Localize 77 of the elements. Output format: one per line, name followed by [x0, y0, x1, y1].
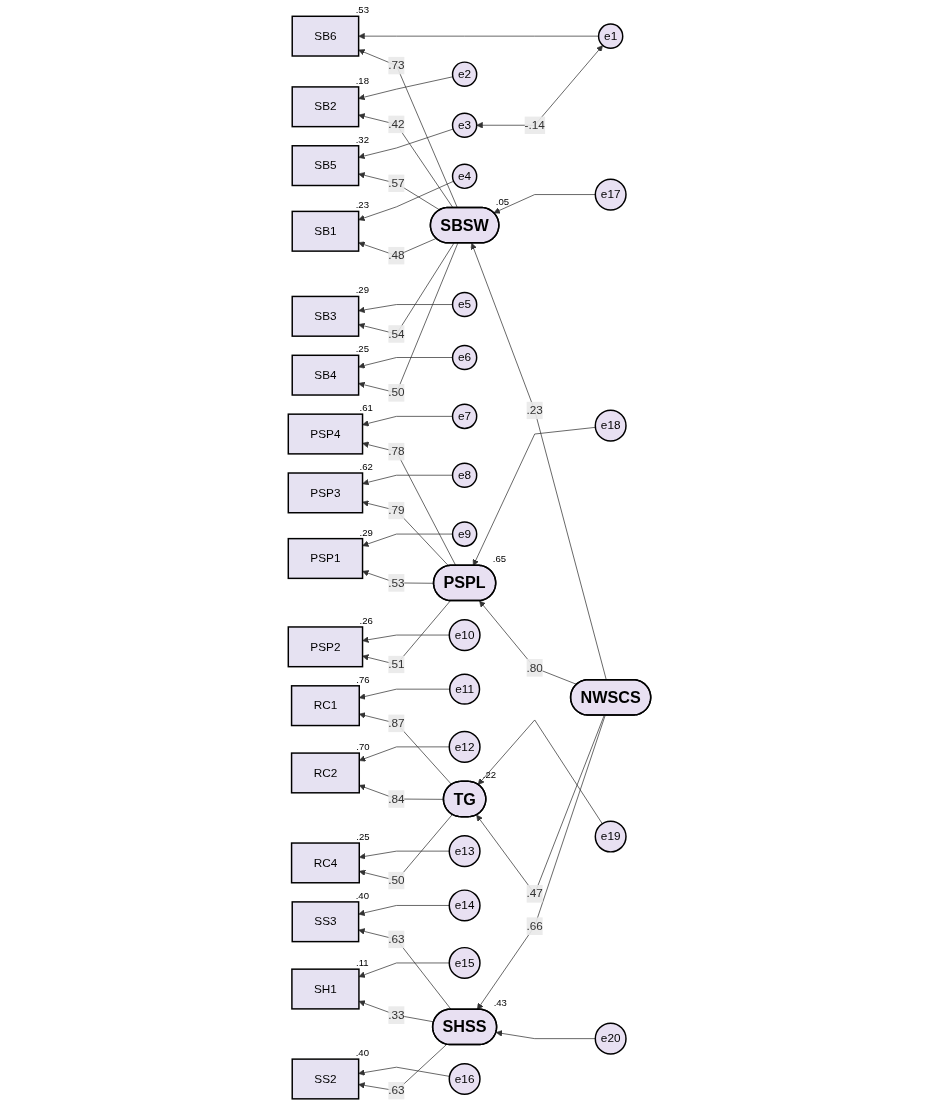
node-box: SB6	[291, 15, 360, 57]
node-circle: e5	[451, 291, 478, 318]
node-box: PSP4	[287, 413, 364, 455]
edge-label: .42	[388, 117, 405, 131]
edge-label: .79	[388, 503, 405, 517]
node-circle: e13	[448, 835, 481, 868]
node-circle: e1	[597, 23, 624, 49]
edge-label: .53	[388, 576, 405, 589]
edge-label: .87	[388, 716, 405, 730]
node-box: SB3	[291, 295, 360, 337]
r-squared-value: .05	[495, 195, 510, 207]
r-squared-value: .40	[355, 889, 369, 901]
edge-label: .63	[388, 1084, 405, 1097]
node-box: PSP3	[287, 472, 364, 514]
node-box: RC4	[290, 842, 360, 884]
edge-label: .80	[526, 661, 543, 674]
node-circle: e18	[594, 409, 627, 442]
node-circle: e17	[594, 178, 627, 211]
r-squared-value: .61	[359, 402, 373, 414]
r-squared-value: .25	[355, 343, 369, 355]
edge-label: .73	[388, 58, 405, 72]
node-circle: e7	[451, 403, 478, 430]
r-squared-value: .32	[355, 133, 369, 145]
edge-label: .33	[388, 1008, 405, 1021]
node-box: SB5	[291, 145, 360, 187]
r-squared-value: .18	[355, 74, 369, 86]
r-squared-value: .23	[355, 199, 369, 211]
node-circle: e9	[451, 521, 478, 547]
node-circle: e20	[594, 1022, 627, 1055]
node-circle: e4	[451, 163, 478, 190]
edge-label: .50	[388, 386, 405, 399]
edge-label: .57	[388, 176, 405, 190]
node-circle: e16	[448, 1062, 481, 1096]
edge-label: .66	[526, 919, 543, 933]
node-box: RC1	[290, 685, 360, 727]
node-box: SS2	[291, 1058, 360, 1100]
edge-label: .48	[388, 249, 405, 262]
node-box: PSP2	[287, 626, 364, 668]
edge-label: .23	[526, 403, 543, 417]
node-circle: e3	[451, 112, 478, 139]
node-circle: e12	[448, 730, 481, 763]
node-box: PSP1	[287, 537, 364, 580]
edge-label: .78	[388, 445, 405, 458]
r-squared-value: .11	[356, 957, 369, 969]
node-box: SB2	[291, 86, 360, 128]
r-squared-value: .40	[355, 1047, 369, 1059]
r-squared-value: .62	[359, 461, 373, 473]
node-box: SB4	[291, 354, 360, 396]
r-squared-value: .25	[356, 831, 370, 843]
r-squared-value: .76	[356, 673, 370, 685]
r-squared-value: .29	[355, 284, 369, 296]
r-squared-value: .26	[359, 615, 373, 626]
r-squared-value: .29	[359, 526, 373, 538]
node-circle: e6	[451, 344, 478, 371]
edge-label: .50	[388, 873, 405, 887]
node-box: SS3	[291, 901, 360, 943]
node-circle: e19	[594, 820, 627, 853]
edge-label: .54	[388, 327, 405, 340]
r-squared-value: .65	[492, 553, 506, 565]
node-circle: e14	[448, 889, 481, 922]
node-circle: e8	[451, 462, 478, 488]
node-circle: e15	[448, 946, 481, 980]
node-box: SH1	[291, 968, 360, 1010]
r-squared-value: .43	[493, 997, 507, 1009]
edge-label: -.14	[524, 118, 545, 132]
edge-label: .63	[388, 932, 405, 946]
r-squared-value: .70	[356, 741, 370, 753]
node-circle: e11	[448, 673, 481, 705]
r-squared-value: .53	[355, 4, 369, 16]
node-box: SB1	[291, 210, 360, 252]
node-circle: e2	[451, 61, 478, 87]
edge-label: .51	[388, 657, 405, 671]
node-circle: e10	[448, 618, 481, 652]
edge-label: .84	[388, 792, 405, 805]
edge-label: .47	[526, 887, 543, 900]
r-squared-value: .22	[482, 769, 497, 781]
node-box: RC2	[290, 752, 360, 794]
